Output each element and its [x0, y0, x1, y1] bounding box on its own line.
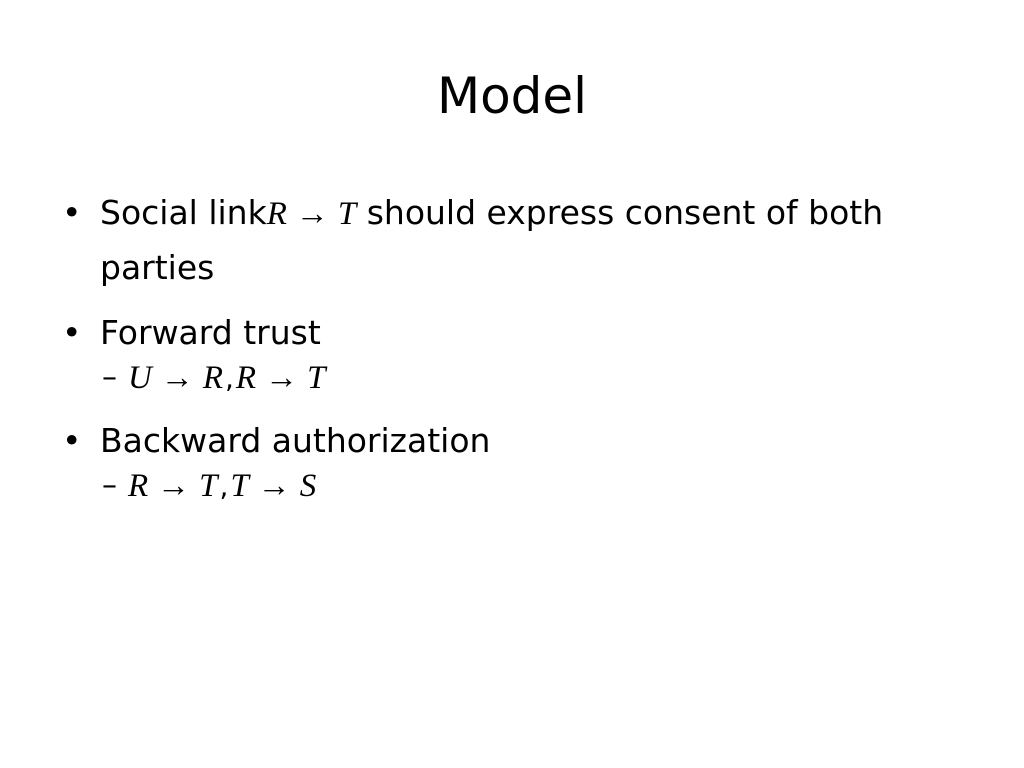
bullet-text: Backward authorization — [100, 421, 491, 460]
bullet-text-continued: should express consent of both parties — [100, 193, 884, 287]
bullet-list: • Social linkR→T should express consent … — [60, 186, 940, 522]
bullet-text: Social link — [100, 193, 267, 232]
bullet-social-link: • Social linkR→T should express consent … — [60, 186, 940, 294]
arrow-icon: → — [157, 468, 191, 504]
sub-bullet-backward-authorization: – R→T,T→S — [100, 463, 940, 510]
math-left: R — [128, 468, 149, 504]
dash-icon: – — [102, 468, 117, 503]
math-left: U — [128, 360, 152, 396]
math-left: R — [266, 196, 287, 232]
bullet-dot-icon: • — [62, 193, 82, 232]
math-expression: R→T — [267, 196, 357, 232]
math-separator: , — [219, 470, 229, 503]
arrow-icon: → — [295, 196, 329, 232]
math-expression: T→S — [230, 468, 316, 504]
math-right: R — [202, 360, 224, 396]
math-right: T — [337, 196, 357, 232]
sub-bullet-list: – U→R,R→T — [100, 355, 940, 402]
bullet-forward-trust: • Forward trust – U→R,R→T — [60, 306, 940, 402]
arrow-icon: → — [265, 360, 299, 396]
bullet-dot-icon: • — [62, 421, 82, 460]
math-left: T — [230, 468, 249, 504]
sub-bullet-list: – R→T,T→S — [100, 463, 940, 510]
bullet-backward-authorization: • Backward authorization – R→T,T→S — [60, 414, 940, 510]
math-left: R — [235, 360, 257, 396]
dash-icon: – — [102, 360, 117, 395]
math-separator: , — [225, 362, 234, 395]
arrow-icon: → — [160, 360, 194, 396]
math-right: T — [199, 468, 218, 504]
slide-title: Model — [436, 67, 588, 125]
sub-bullet-forward-trust: – U→R,R→T — [100, 355, 940, 402]
math-expression: R→T — [128, 468, 218, 504]
math-expression: R→T — [236, 360, 326, 396]
math-right: T — [307, 360, 326, 396]
arrow-icon: → — [257, 468, 291, 504]
bullet-dot-icon: • — [62, 313, 82, 352]
math-right: S — [299, 468, 317, 504]
math-expression: U→R — [128, 360, 223, 396]
bullet-text: Forward trust — [100, 313, 321, 352]
